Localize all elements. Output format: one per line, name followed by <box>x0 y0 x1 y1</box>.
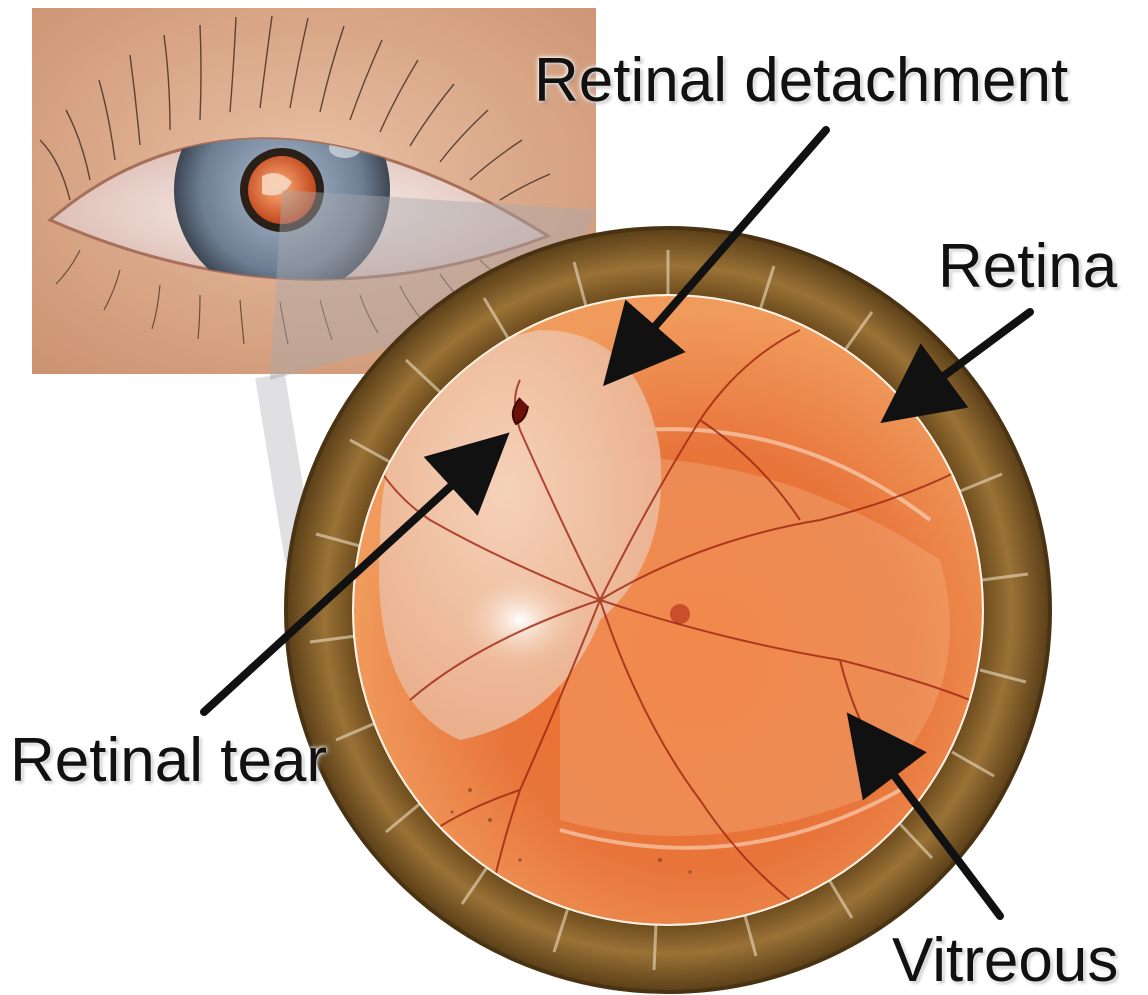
macula <box>670 604 690 624</box>
label-retina: Retina <box>938 236 1117 298</box>
label-retinal-detachment: Retinal detachment <box>534 50 1068 112</box>
label-retinal-tear: Retinal tear <box>10 730 327 792</box>
fundus-view <box>286 228 1050 992</box>
label-vitreous: Vitreous <box>892 930 1118 992</box>
